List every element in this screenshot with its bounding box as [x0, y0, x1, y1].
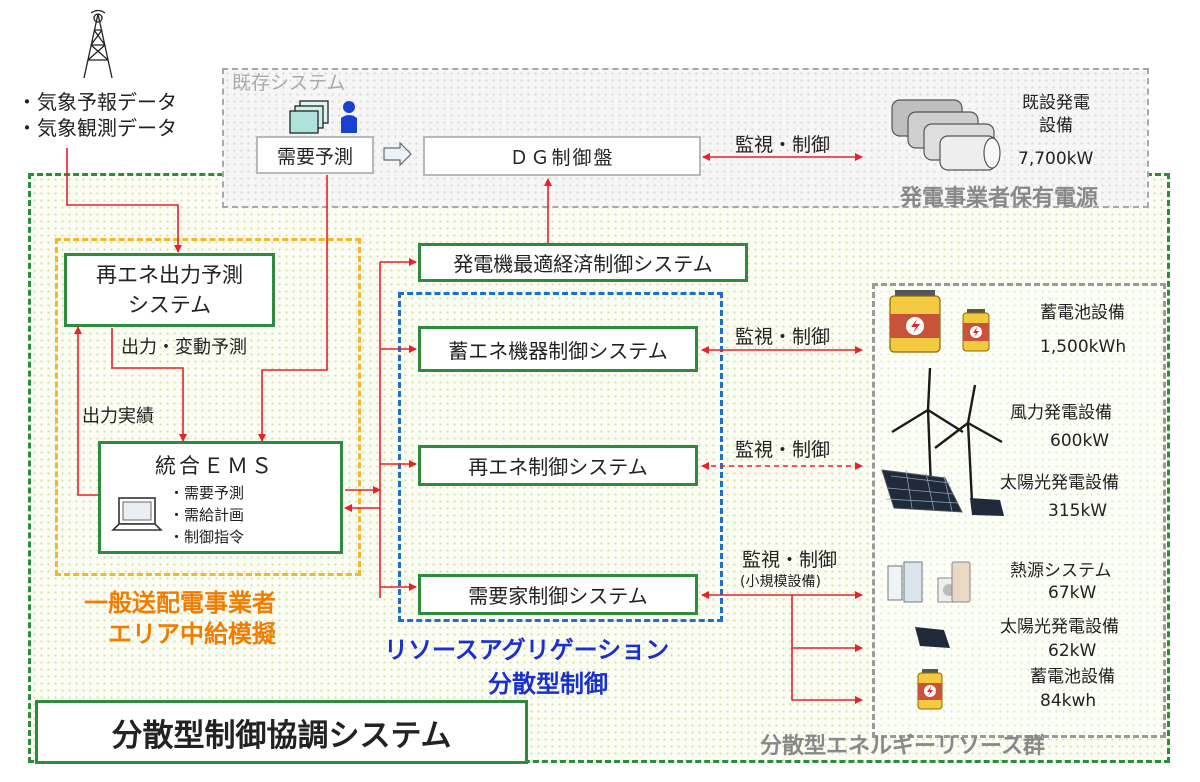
integrated-ems-box[interactable]: 統合ＥＭＳ ・需要予測 ・需給計画 ・制御指令 [98, 441, 343, 554]
power-producer-owned-label: 発電事業者保有電源 [900, 186, 1099, 211]
generator-economic-control-label: 発電機最適経済制御システム [453, 252, 713, 276]
aggregation-label-line2: 分散型制御 [488, 670, 608, 698]
output-forecast-label: 出力・変動予測 [121, 337, 247, 358]
ems-item-control-command: ・制御指令 [169, 528, 245, 546]
monitor-control-label-dg: 監視・制御 [735, 134, 831, 156]
solar-large-name: 太陽光発電設備 [1000, 473, 1119, 493]
heat-system-icon [887, 561, 971, 603]
existing-generator-name: 既設発電 設備 [1022, 93, 1090, 136]
resources-group-area [872, 283, 1166, 738]
weather-forecast-data: ・気象予報データ [17, 90, 177, 114]
monitor-control-label-storage: 監視・制御 [735, 326, 831, 348]
existing-generator-capacity: 7,700kW [1018, 149, 1094, 169]
battery-large-capacity: 1,500kWh [1040, 337, 1127, 357]
solar-large-capacity: 315kW [1048, 501, 1108, 521]
re-control-label: 再エネ制御システム [468, 455, 648, 479]
ems-item-demand-forecast: ・需要予測 [169, 484, 245, 502]
monitor-control-label-re: 監視・制御 [735, 439, 831, 461]
heat-name: 熱源システム [1010, 561, 1112, 581]
demand-forecast-label: 需要予測 [276, 145, 353, 168]
aggregation-area [398, 292, 723, 622]
tso-label-line2: エリア中給模擬 [108, 620, 276, 648]
tso-area [55, 238, 361, 576]
battery-large-name: 蓄電池設備 [1040, 303, 1125, 323]
tso-label-line1: 一般送配電事業者 [84, 589, 276, 617]
wind-name: 風力発電設備 [1010, 403, 1112, 423]
demand-forecast-box[interactable]: 需要予測 [256, 136, 374, 174]
heat-capacity: 67kW [1048, 583, 1097, 603]
battery-large-icon [889, 290, 941, 353]
dg-control-panel-box[interactable]: ＤＧ制御盤 [423, 136, 701, 176]
solar-panel-large-icon [881, 469, 1004, 516]
battery-small-capacity: 84kwh [1040, 691, 1097, 711]
solar-panel-small-icon [915, 627, 950, 648]
laptop-icon [111, 497, 163, 531]
system-title: 分散型制御協調システム [111, 717, 452, 754]
storage-control-label: 蓄エネ機器制御システム [448, 338, 668, 363]
integrated-ems-title: 統合ＥＭＳ [155, 454, 275, 478]
battery-bottom-icon [917, 669, 943, 710]
battery-small-name: 蓄電池設備 [1030, 667, 1115, 687]
battery-small-icon [962, 309, 990, 352]
re-control-box[interactable]: 再エネ制御システム [418, 445, 698, 486]
solar-small-name: 太陽光発電設備 [1000, 617, 1119, 637]
monitor-control-label-customer: 監視・制御 [742, 549, 838, 571]
wind-turbine-icon [891, 367, 1003, 503]
output-actual-label: 出力実績 [82, 406, 154, 427]
re-forecast-system-label: 再エネ出力予測 システム [96, 263, 243, 317]
existing-system-title: 既存システム [232, 72, 346, 94]
generator-economic-control-box[interactable]: 発電機最適経済制御システム [418, 243, 748, 282]
wind-capacity: 600kW [1050, 431, 1110, 451]
customer-control-box[interactable]: 需要家制御システム [418, 574, 698, 615]
small-scale-equipment-note: (小規模設備) [740, 574, 821, 590]
solar-small-capacity: 62kW [1048, 641, 1097, 661]
system-title-box: 分散型制御協調システム [35, 700, 528, 764]
dg-control-panel-label: ＤＧ制御盤 [509, 146, 615, 169]
re-forecast-system-box[interactable]: 再エネ出力予測 システム [64, 253, 275, 327]
customer-control-label: 需要家制御システム [468, 584, 648, 608]
storage-control-box[interactable]: 蓄エネ機器制御システム [418, 326, 698, 372]
resources-group-label: 分散型エネルギーリソース群 [760, 734, 1045, 759]
aggregation-label-line1: リソースアグリゲーション [384, 636, 670, 664]
weather-observation-data: ・気象観測データ [17, 116, 177, 140]
ems-item-supply-plan: ・需給計画 [169, 506, 245, 524]
